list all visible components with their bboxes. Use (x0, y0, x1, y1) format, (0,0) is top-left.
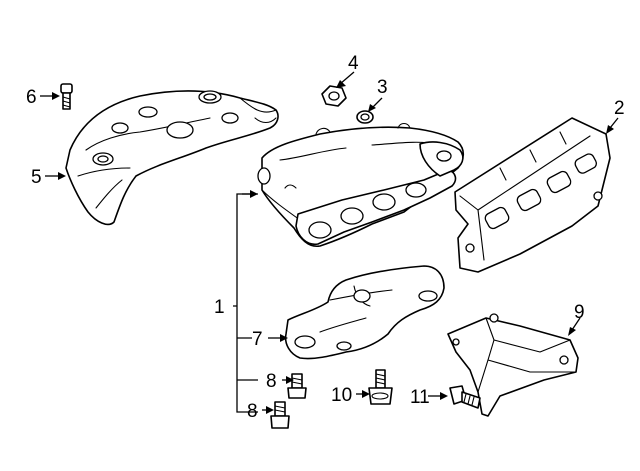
manifold-gasket-part (454, 117, 611, 273)
exhaust-manifold-part (257, 122, 465, 248)
lower-heat-shield-part (284, 265, 445, 360)
callout-8-upper: 8 (266, 371, 277, 392)
upper-heat-shield-part (65, 90, 279, 226)
callout-6: 6 (26, 87, 37, 108)
callout-10: 10 (331, 385, 352, 406)
leader-arrows (40, 71, 619, 414)
bolt-11-part (449, 385, 481, 409)
support-bracket-part (447, 313, 579, 417)
callout-1-bracket-line (233, 193, 258, 413)
callout-9: 9 (574, 302, 585, 323)
bolt-6-part (60, 83, 73, 110)
washer-3-part (356, 110, 374, 124)
bolt-10-part (368, 369, 393, 405)
bolt-8-upper-part (287, 373, 307, 399)
callout-2: 2 (614, 98, 625, 119)
nut-4-part (321, 85, 347, 107)
callout-11: 11 (410, 387, 430, 408)
bolt-8-lower-part (270, 401, 290, 429)
callout-7: 7 (252, 329, 263, 350)
callout-3: 3 (377, 77, 388, 98)
callout-5: 5 (31, 167, 42, 188)
callout-1: 1 (214, 297, 225, 318)
callout-8-lower: 8 (247, 401, 258, 422)
callout-4: 4 (348, 53, 359, 74)
